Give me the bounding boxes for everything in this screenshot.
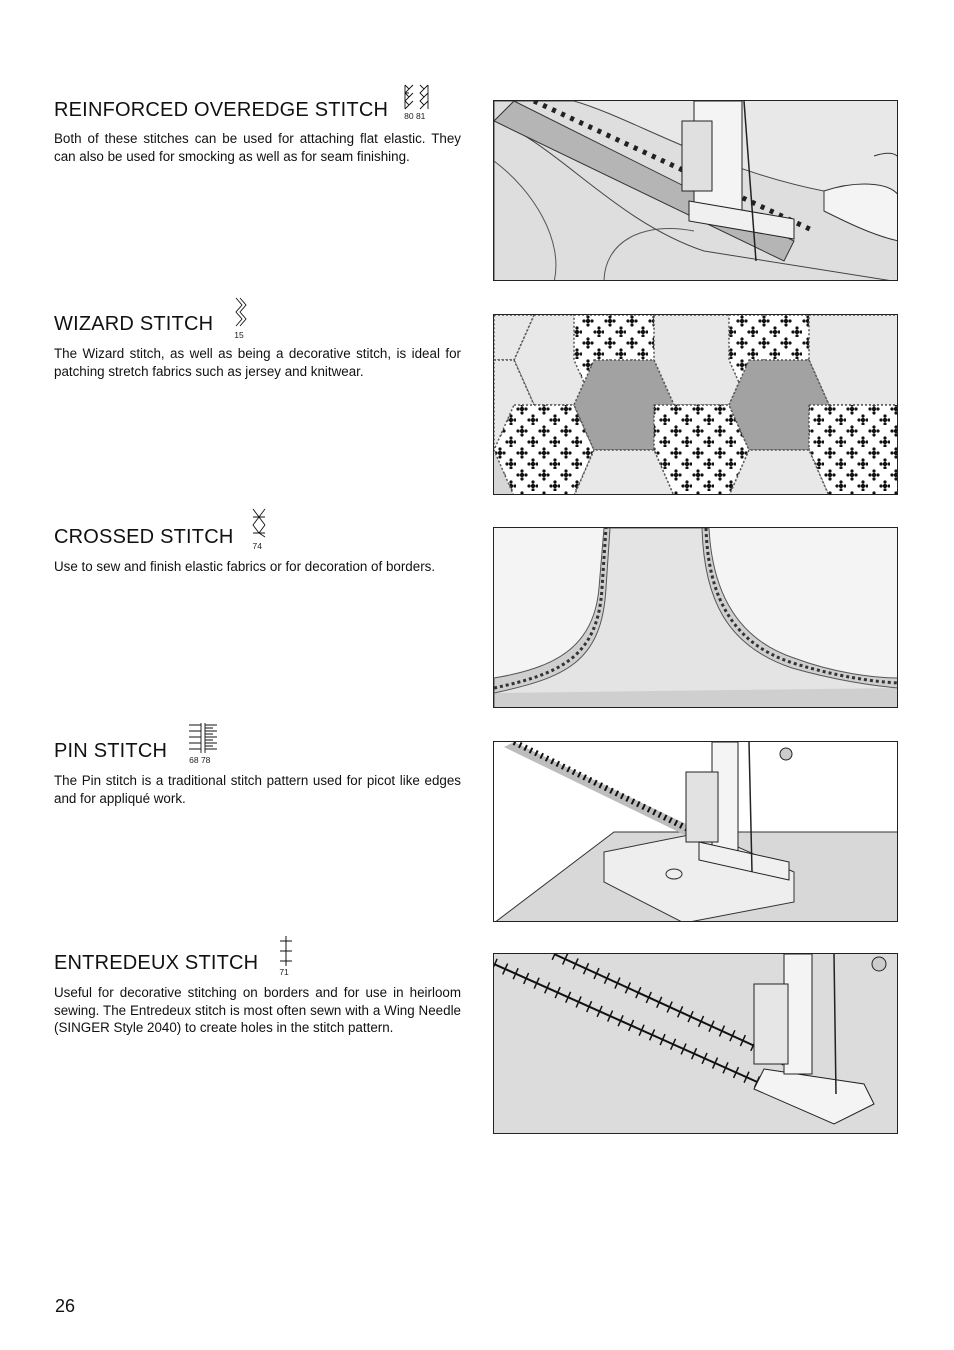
stitch-numbers: 80 81 <box>404 111 426 121</box>
stitch-numbers: 68 78 <box>189 755 211 765</box>
entredeux-stitch-icon: 71 <box>278 935 294 977</box>
wizard-illustration <box>493 314 898 495</box>
stitch-numbers: 74 <box>252 541 262 551</box>
page-number: 26 <box>55 1296 76 1316</box>
wizard-stitch-icon: 15 <box>233 296 249 340</box>
crossed-illustration <box>493 527 898 708</box>
stitch-numbers: 71 <box>279 967 289 977</box>
section-title: REINFORCED OVEREDGE STITCH <box>54 99 389 121</box>
section-title: ENTREDEUX STITCH <box>54 952 259 974</box>
pin-stitch-icon: 68 78 <box>187 721 219 765</box>
section-title: PIN STITCH <box>54 740 168 762</box>
pin-illustration <box>493 741 898 922</box>
section-title: WIZARD STITCH <box>54 313 214 335</box>
section-description: The Pin stitch is a traditional stitch p… <box>54 773 461 806</box>
section-title: CROSSED STITCH <box>54 526 234 548</box>
section-description: The Wizard stitch, as well as being a de… <box>54 346 461 379</box>
overedge-illustration <box>493 100 898 281</box>
entredeux-illustration <box>493 953 898 1134</box>
stitch-numbers: 15 <box>234 330 244 340</box>
section-description: Use to sew and finish elastic fabrics or… <box>54 559 436 574</box>
section-description: Both of these stitches can be used for a… <box>54 131 461 164</box>
overedge-stitch-icon: 80 81 <box>402 83 432 124</box>
section-description: Useful for decorative stitching on borde… <box>54 985 461 1035</box>
crossed-stitch-icon: 74 <box>251 507 267 551</box>
